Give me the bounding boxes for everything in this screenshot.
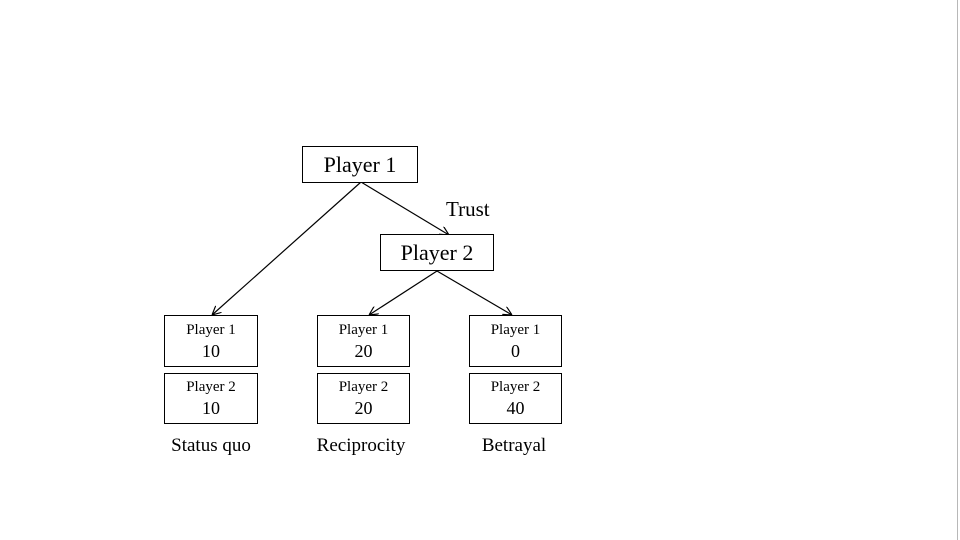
- edge-root-to-player2: [360, 181, 449, 235]
- payoff-player-label: Player 2: [186, 379, 236, 395]
- betrayal-player2-payoff: Player 2 40: [469, 373, 562, 424]
- betrayal-player1-payoff: Player 1 0: [469, 315, 562, 367]
- reciprocity-label: Reciprocity: [316, 435, 406, 456]
- edge-player2-to-betrayal: [436, 270, 512, 315]
- payoff-value: 20: [354, 398, 373, 418]
- payoff-value: 10: [202, 398, 220, 418]
- payoff-player-label: Player 1: [490, 321, 541, 338]
- payoff-value: 20: [354, 340, 373, 361]
- reciprocity-player2-payoff: Player 2 20: [317, 373, 410, 424]
- edge-root-to-status-quo: [212, 181, 362, 315]
- status-quo-player2-payoff: Player 2 10: [164, 373, 258, 424]
- player2-node-label: Player 2: [400, 239, 474, 265]
- payoff-value: 10: [202, 340, 220, 361]
- status-quo-label: Status quo: [171, 435, 251, 456]
- edge-player2-to-reciprocity: [369, 270, 438, 315]
- payoff-player-label: Player 2: [490, 379, 541, 395]
- slide-right-border: [957, 0, 958, 540]
- root-node: Player 1: [302, 146, 418, 183]
- status-quo-player1-payoff: Player 1 10: [164, 315, 258, 367]
- trust-edge-label: Trust: [446, 197, 490, 221]
- payoff-player-label: Player 2: [338, 379, 389, 395]
- betrayal-label: Betrayal: [481, 435, 547, 456]
- payoff-value: 40: [506, 398, 525, 418]
- player2-node: Player 2: [380, 234, 494, 271]
- payoff-value: 0: [511, 340, 520, 361]
- root-node-label: Player 1: [323, 151, 397, 177]
- payoff-player-label: Player 1: [186, 321, 236, 338]
- reciprocity-player1-payoff: Player 1 20: [317, 315, 410, 367]
- payoff-player-label: Player 1: [338, 321, 389, 338]
